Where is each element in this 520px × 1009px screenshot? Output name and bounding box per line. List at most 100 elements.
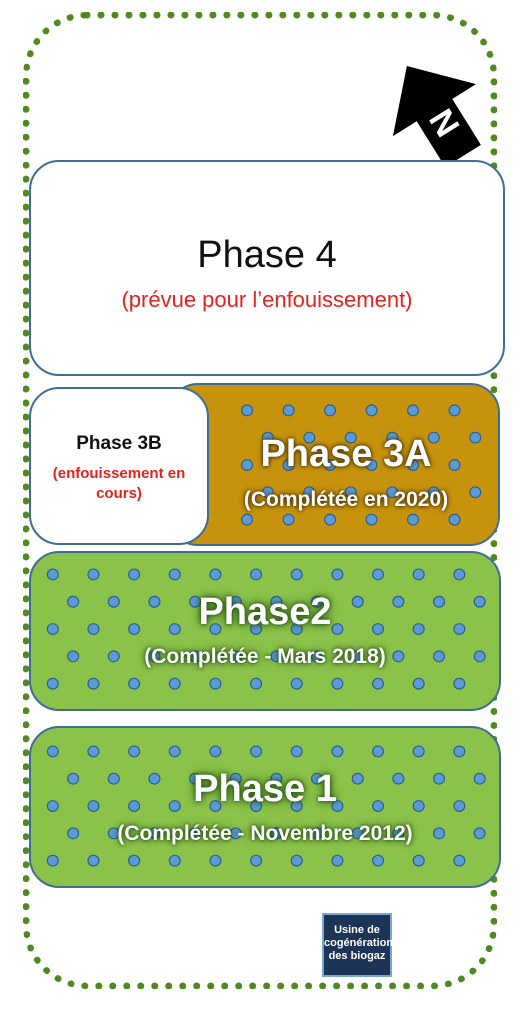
biogas-well-dot bbox=[412, 854, 425, 867]
biogas-well-dot bbox=[270, 827, 283, 840]
biogas-well-dot bbox=[412, 800, 425, 812]
biogas-well-dot bbox=[453, 854, 466, 867]
biogas-well-dot bbox=[209, 800, 222, 812]
biogas-well-dot bbox=[303, 431, 316, 444]
biogas-well-dot bbox=[290, 623, 303, 635]
biogas-well-dot bbox=[209, 677, 222, 690]
biogas-well-dot bbox=[107, 772, 120, 785]
phase-2-zone: Phase2 (Complétée - Mars 2018) bbox=[29, 551, 501, 711]
biogas-well-dot bbox=[351, 650, 364, 663]
phase-1-status: (Complétée - Novembre 2012) bbox=[117, 822, 413, 845]
biogas-well-dot bbox=[46, 854, 59, 867]
biogas-well-dot bbox=[311, 595, 324, 608]
biogas-well-dot bbox=[324, 513, 337, 526]
biogas-well-dot bbox=[453, 745, 466, 758]
biogas-well-dot bbox=[453, 677, 466, 690]
biogas-well-dot bbox=[365, 404, 378, 417]
biogas-well-dot bbox=[67, 650, 80, 663]
biogas-well-dot bbox=[412, 745, 425, 758]
biogas-well-dot bbox=[250, 623, 263, 635]
biogas-well-dot bbox=[128, 854, 141, 867]
biogas-well-dot bbox=[241, 513, 254, 526]
biogas-well-dot bbox=[371, 677, 385, 690]
phase-3a-title: Phase 3A bbox=[260, 433, 432, 475]
biogas-well-dot bbox=[331, 800, 344, 812]
biogas-well-dot bbox=[46, 623, 59, 635]
biogas-well-dot bbox=[386, 431, 399, 444]
biogas-well-dot bbox=[241, 404, 254, 417]
biogas-well-dot bbox=[448, 404, 461, 417]
biogas-well-dot bbox=[432, 772, 446, 785]
biogas-well-dot bbox=[282, 459, 295, 471]
biogas-well-dot bbox=[87, 677, 100, 690]
biogas-well-dot bbox=[407, 513, 420, 526]
biogas-well-dot bbox=[148, 772, 161, 785]
biogas-well-dot bbox=[282, 404, 295, 417]
phase-1-zone: Phase 1 (Complétée - Novembre 2012) bbox=[29, 726, 501, 888]
biogas-well-dot bbox=[148, 650, 161, 663]
biogas-well-dot bbox=[311, 772, 324, 785]
biogas-well-dot bbox=[209, 854, 222, 867]
biogas-well-dot bbox=[46, 677, 59, 690]
biogas-well-dot bbox=[324, 404, 337, 417]
biogas-well-dot bbox=[46, 745, 59, 758]
biogas-well-dot bbox=[87, 854, 100, 867]
biogas-well-dot bbox=[250, 568, 263, 581]
biogas-well-dot bbox=[331, 677, 344, 690]
biogas-well-dot bbox=[427, 431, 440, 444]
phase-3a-zone: Phase 3A (Complétée en 2020) bbox=[168, 383, 500, 546]
biogas-well-dot bbox=[371, 745, 385, 758]
biogas-well-dot bbox=[331, 623, 344, 635]
biogas-well-dot bbox=[331, 568, 344, 581]
biogas-cogeneration-plant: Usine de cogénération des biogaz bbox=[322, 913, 394, 977]
biogas-well-dot bbox=[189, 827, 202, 840]
biogas-well-dot bbox=[351, 595, 364, 608]
biogas-well-dot bbox=[311, 827, 324, 840]
biogas-well-dot bbox=[67, 827, 80, 840]
biogas-well-dot bbox=[473, 595, 486, 608]
biogas-well-dot bbox=[351, 772, 364, 785]
biogas-well-dot bbox=[282, 513, 295, 526]
biogas-well-dot bbox=[261, 486, 274, 499]
biogas-well-dot bbox=[87, 745, 100, 758]
biogas-well-dot bbox=[87, 800, 100, 812]
biogas-well-dot bbox=[392, 595, 405, 608]
biogas-well-dot bbox=[365, 459, 378, 471]
biogas-well-dot bbox=[311, 650, 324, 663]
biogas-well-dot bbox=[250, 800, 263, 812]
biogas-well-dot bbox=[128, 800, 141, 812]
biogas-well-dot bbox=[107, 650, 120, 663]
biogas-well-dot bbox=[412, 568, 425, 581]
biogas-well-dot bbox=[241, 459, 254, 471]
biogas-well-dot bbox=[46, 568, 59, 581]
biogas-well-dot bbox=[290, 568, 303, 581]
biogas-well-dot bbox=[344, 431, 357, 444]
biogas-well-dot bbox=[168, 677, 181, 690]
phase-4-title: Phase 4 bbox=[197, 234, 337, 276]
biogas-well-dot bbox=[392, 650, 405, 663]
biogas-well-dot bbox=[331, 745, 344, 758]
biogas-wells-2 bbox=[46, 568, 486, 690]
usine-line-3: des biogaz bbox=[328, 950, 386, 962]
phase-3b-zone: Phase 3B (enfouissement en cours) bbox=[29, 387, 209, 545]
biogas-well-dot bbox=[344, 486, 357, 499]
biogas-well-dot bbox=[209, 623, 222, 635]
usine-line-2: cogénération bbox=[324, 937, 394, 949]
biogas-well-dot bbox=[448, 459, 461, 471]
biogas-well-dot bbox=[453, 623, 466, 635]
biogas-well-dot bbox=[407, 459, 420, 471]
biogas-well-dot bbox=[303, 486, 316, 499]
biogas-well-dot bbox=[168, 623, 181, 635]
biogas-well-dot bbox=[189, 650, 202, 663]
biogas-well-dot bbox=[386, 486, 399, 499]
biogas-well-dot bbox=[250, 854, 263, 867]
biogas-well-dot bbox=[290, 677, 303, 690]
biogas-well-dot bbox=[250, 677, 263, 690]
biogas-well-dot bbox=[189, 772, 202, 785]
biogas-well-dot bbox=[128, 745, 141, 758]
biogas-well-dot bbox=[473, 772, 486, 785]
biogas-well-dot bbox=[290, 800, 303, 812]
biogas-well-dot bbox=[148, 827, 161, 840]
biogas-well-dot bbox=[407, 404, 420, 417]
biogas-well-dot bbox=[250, 745, 263, 758]
